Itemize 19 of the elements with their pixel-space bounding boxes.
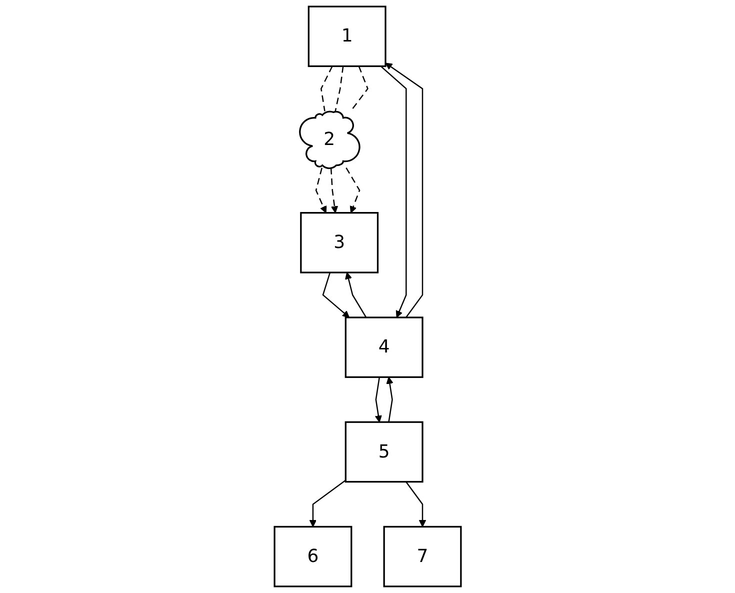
arrow (386, 376, 394, 422)
node-box: 7 (383, 526, 462, 588)
node-box: 1 (308, 6, 386, 68)
node-box: 6 (273, 526, 352, 588)
arrow (330, 168, 338, 214)
arrow (405, 481, 426, 528)
arrow (315, 168, 326, 214)
node-box: 5 (344, 421, 424, 483)
arrow (309, 480, 346, 528)
connector (320, 66, 333, 112)
node-box: 4 (344, 316, 424, 378)
connector (334, 66, 344, 112)
node-box: 3 (300, 212, 378, 274)
arrow (322, 272, 350, 318)
arrow (384, 62, 423, 318)
arrow (380, 66, 407, 318)
arrow (374, 377, 382, 422)
arrow (345, 168, 360, 214)
arrow (344, 272, 366, 318)
